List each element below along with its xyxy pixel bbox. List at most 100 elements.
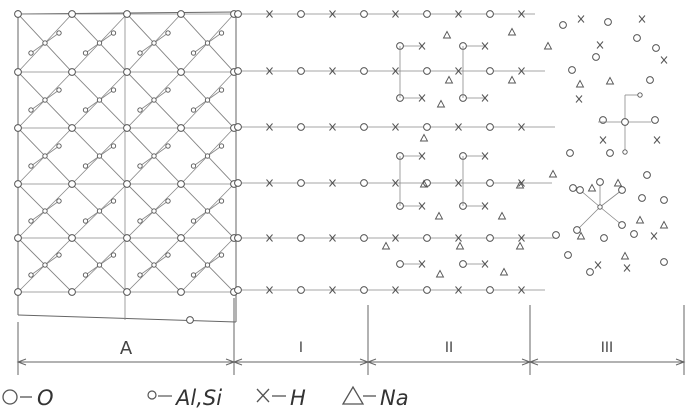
hydrogen-atom [329,123,336,131]
alsi-atom [96,262,103,268]
sodium-ion [575,79,585,88]
alsi-atom [137,272,143,278]
sodium-ion [515,241,525,250]
bond-line [153,32,169,44]
hydrogen-cross-icon [256,388,270,403]
hydrogen-atom [266,123,273,131]
cross-stroke [518,234,525,242]
oxygen-atom [360,286,368,294]
hydrogen-atom [329,179,336,187]
bond-line [153,145,169,157]
cross-stroke [392,67,399,75]
oxygen-atom [423,286,431,294]
cross-stroke [660,56,668,64]
bond-line [44,13,73,44]
alsi-atom [110,198,117,204]
cross-stroke [329,123,336,131]
cross-stroke [481,152,489,160]
oxygen-atom [423,10,431,18]
cross-stroke [329,234,336,242]
oxygen-atom [646,76,654,84]
alsi-atom [110,143,117,149]
cross-stroke [329,179,336,187]
hydrogen-atom [418,260,426,268]
alsi-atom [137,218,143,224]
sodium-triangle-icon [341,385,365,405]
hydrogen-atom [455,286,462,294]
alsi-atom [204,40,211,46]
oxygen-atom [360,179,368,187]
bond-line [207,127,235,157]
alsi-atom [637,92,643,98]
hydrogen-atom [455,67,462,75]
bond-line [44,71,73,101]
oxygen-atom [234,67,242,75]
alsi-atom [218,143,225,149]
sodium-ion [620,251,630,260]
alsi-atom [165,198,171,204]
cross-stroke [518,286,525,294]
bond-line [71,210,100,239]
oxygen-atom [360,123,368,131]
alsi-atom [218,30,225,36]
hydrogen-atom [650,232,658,240]
hydrogen-atom [660,56,668,64]
hydrogen-atom [481,94,489,102]
alsi-atom [137,50,143,56]
cross-stroke [455,67,462,75]
oxygen-atom [234,123,242,131]
oxygen-atom [633,34,641,42]
sodium-ion [442,30,452,39]
oxygen-atom [592,53,600,61]
oxygen-atom [360,10,368,18]
bond-line [180,99,208,129]
bond-line [44,127,73,157]
oxygen-atom [396,260,404,268]
cross-stroke [481,260,489,268]
cross-stroke [266,67,273,75]
alsi-small-circle-icon [147,390,157,400]
alsi-atom [82,107,89,113]
alsi-atom [42,208,48,214]
oxygen-atom [621,118,629,126]
hydrogen-atom [518,67,525,75]
bond-line [17,42,46,73]
cross-stroke [481,94,489,102]
sodium-ion [434,211,444,220]
alsi-atom [28,272,34,278]
legend: O Al,Si H Na [2,385,409,410]
oxygen-atom [559,21,567,29]
oxygen-atom [68,234,76,242]
cross-stroke [594,261,602,269]
legend-item-sodium: Na [341,385,409,410]
hydrogen-atom [266,179,273,187]
hydrogen-atom [518,179,525,187]
bond-line [207,71,235,101]
hydrogen-atom [623,264,631,272]
hydrogen-atom [575,95,583,103]
hydrogen-atom [329,234,336,242]
bond-line [193,42,208,54]
hydrogen-atom [577,15,585,23]
oxygen-atom [569,184,577,192]
oxygen-atom [604,18,612,26]
bond-line [207,254,222,266]
hydrogen-atom [329,67,336,75]
cross-stroke [518,123,525,131]
alsi-atom [28,218,34,224]
bond-line [85,99,100,111]
sodium-ion [605,76,615,85]
hydrogen-atom [455,10,462,18]
hydrogen-atom [518,123,525,131]
alsi-atom [218,87,225,93]
oxygen-atom [459,260,467,268]
hydrogen-atom [418,94,426,102]
hydrogen-atom [392,286,399,294]
hydrogen-atom [329,286,336,294]
hydrogen-atom [594,261,602,269]
cross-stroke [266,179,273,187]
oxygen-atom [177,68,185,76]
oxygen-atom [123,68,131,76]
bond-line [17,99,46,129]
bond-line [153,254,169,266]
